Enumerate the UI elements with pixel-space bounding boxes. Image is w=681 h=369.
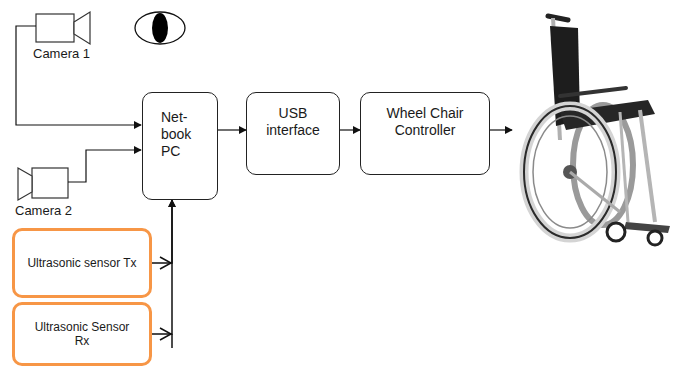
wheelchair-illustration: [524, 16, 670, 245]
box-text: Ultrasonic Sensor Rx: [27, 320, 137, 349]
process-box: USB interface: [246, 92, 340, 175]
eye-symbol: [135, 12, 185, 44]
camera-wire: [68, 150, 141, 182]
box-text: USB interface: [257, 105, 329, 139]
camera-icon: [18, 168, 68, 200]
box-text: Ultrasonic sensor Tx: [27, 256, 137, 270]
box-text: Net-book PC: [161, 109, 205, 159]
sensor-box: Ultrasonic sensor Tx: [12, 228, 152, 298]
process-box: Net-book PC: [142, 92, 218, 200]
connector-arrow: [152, 200, 172, 334]
box-text: Wheel Chair Controller: [375, 105, 475, 139]
camera-label: Camera 2: [14, 203, 73, 218]
control-arrow: [490, 129, 512, 130]
camera-label: Camera 1: [32, 46, 91, 61]
sensor-box: Ultrasonic Sensor Rx: [12, 302, 152, 366]
camera-wire: [16, 26, 141, 125]
connector-arrow: [152, 200, 172, 263]
connector-arrow: [340, 129, 360, 130]
sensor-bus: [171, 334, 173, 348]
camera-icon: [36, 12, 90, 44]
process-box: Wheel Chair Controller: [360, 92, 490, 175]
connector-arrow: [218, 129, 246, 130]
